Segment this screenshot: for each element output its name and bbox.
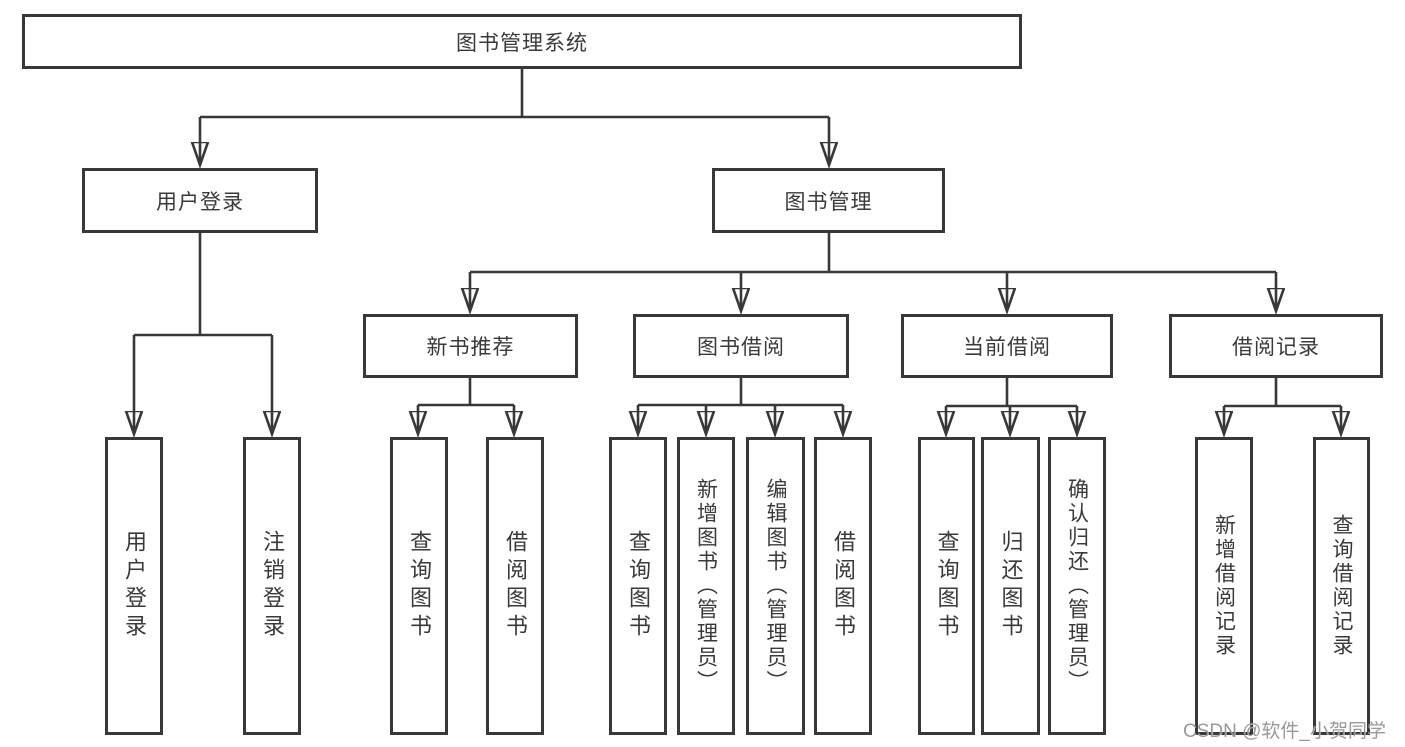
leaf-borrow-books: 借阅图书 — [814, 437, 872, 735]
leaf-user-login: 用户登录 — [105, 437, 163, 735]
leaf-query-books-current: 查询图书 — [918, 437, 975, 735]
node-book-borrow: 图书借阅 — [633, 314, 849, 378]
leaf-confirm-return-admin: 确认归还（管理员） — [1048, 437, 1106, 735]
leaf-edit-book-admin: 编辑图书（管理员） — [746, 437, 805, 735]
leaf-query-books-borrow: 查询图书 — [609, 437, 667, 735]
leaf-return-books: 归还图书 — [981, 437, 1040, 735]
leaf-add-borrow-record: 新增借阅记录 — [1195, 437, 1253, 735]
node-borrow-records: 借阅记录 — [1169, 314, 1383, 378]
leaf-logout: 注销登录 — [243, 437, 301, 735]
node-current-borrow: 当前借阅 — [901, 314, 1113, 378]
watermark: CSDN @软件_小贺同学 — [1183, 721, 1386, 742]
node-book-management: 图书管理 — [712, 168, 945, 233]
node-new-book-recommend: 新书推荐 — [363, 314, 578, 378]
leaf-add-book-admin: 新增图书（管理员） — [677, 437, 735, 735]
node-root: 图书管理系统 — [22, 14, 1022, 69]
leaf-query-books-recommend: 查询图书 — [390, 437, 448, 735]
leaf-borrow-books-recommend: 借阅图书 — [486, 437, 544, 735]
node-user-login: 用户登录 — [82, 168, 318, 233]
leaf-query-borrow-record: 查询借阅记录 — [1313, 437, 1370, 735]
